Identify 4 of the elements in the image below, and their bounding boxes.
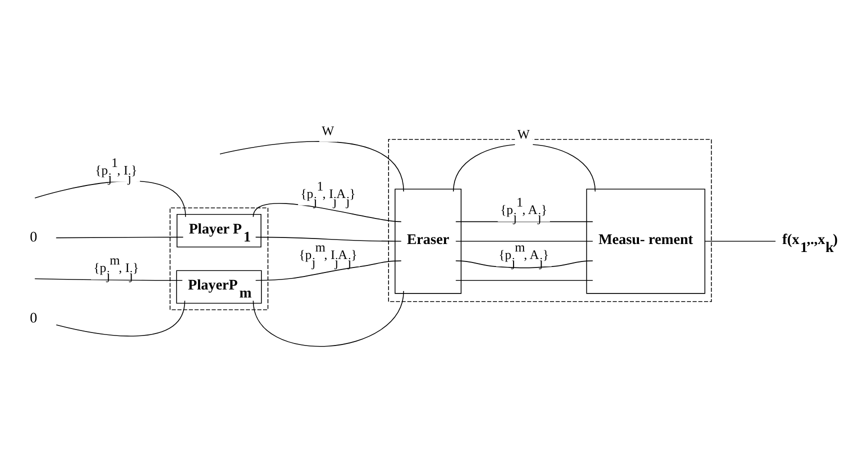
edge-label: W xyxy=(322,122,334,138)
node-text: 0 xyxy=(30,310,38,326)
edge-label: W xyxy=(517,126,530,141)
node-text: 0 xyxy=(30,229,38,246)
